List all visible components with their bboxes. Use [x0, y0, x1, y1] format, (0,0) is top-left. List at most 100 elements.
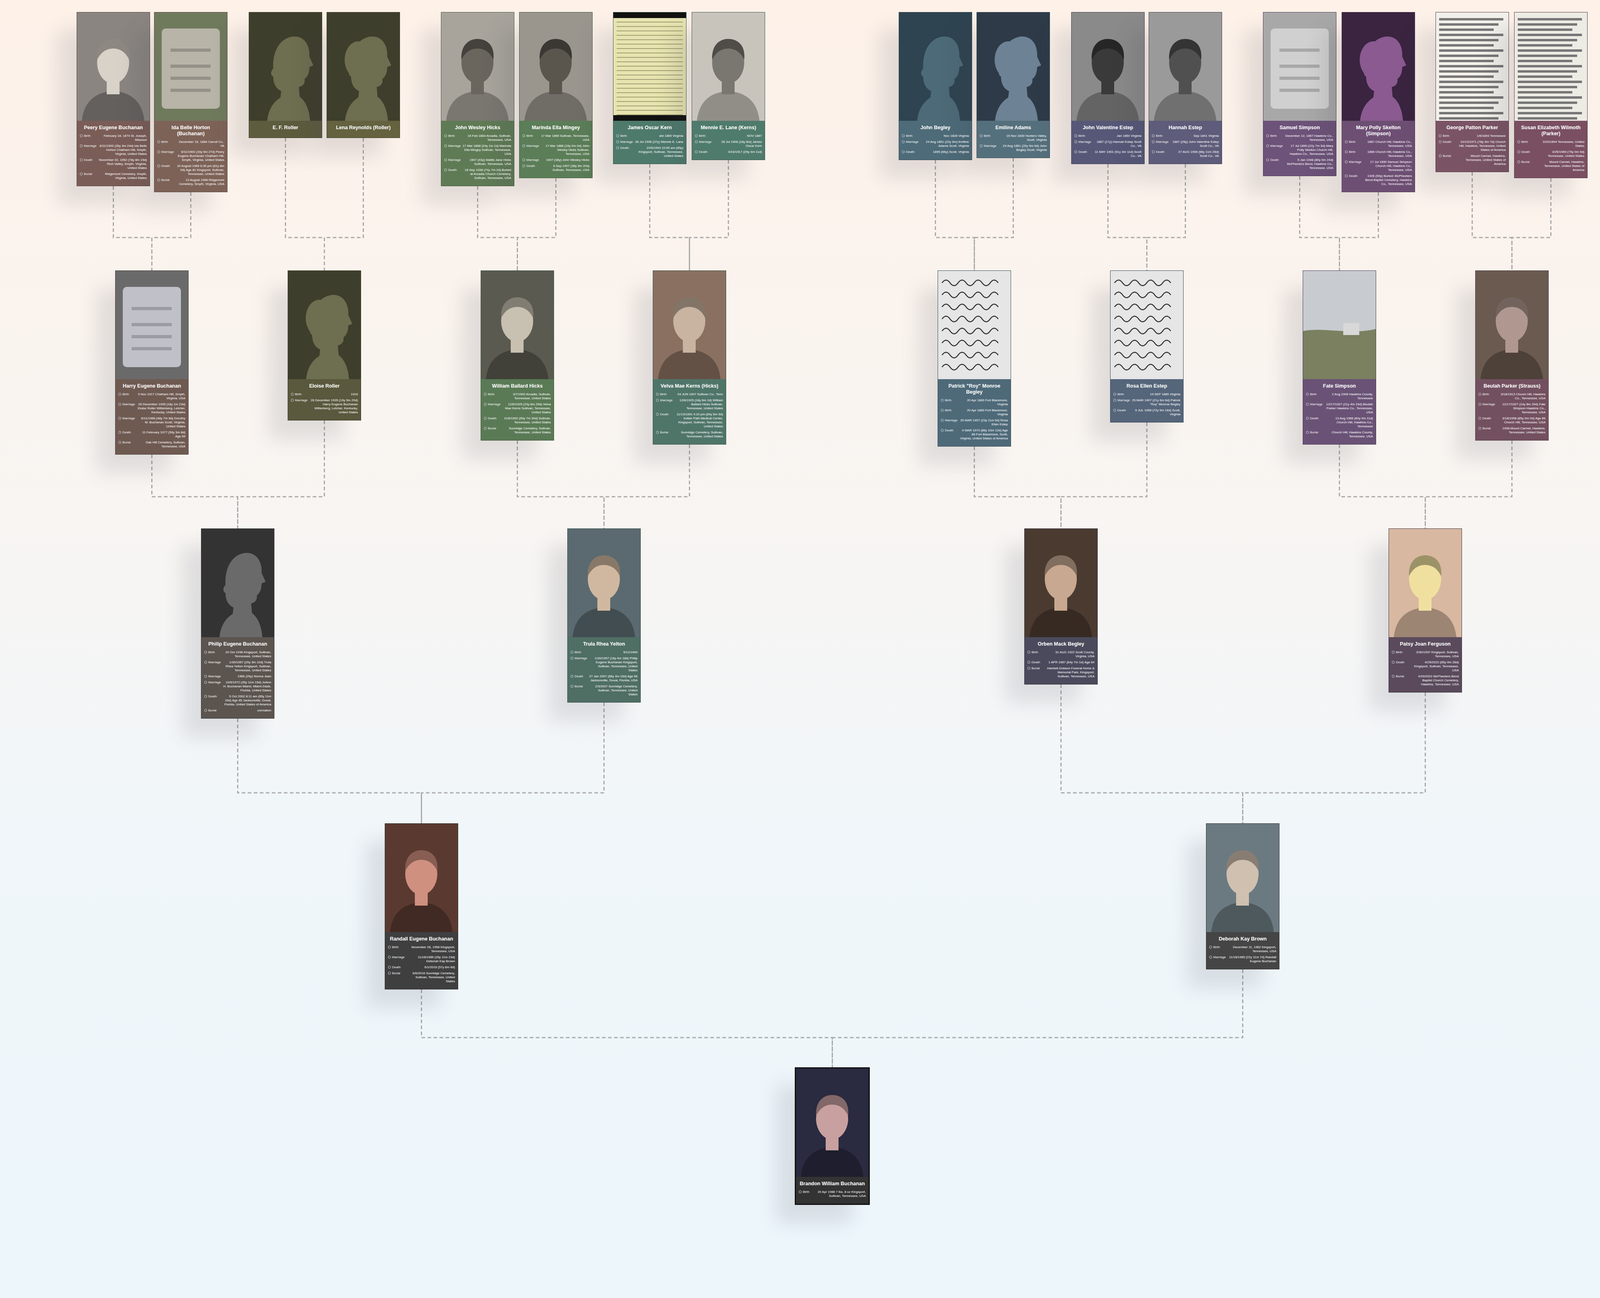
person-name: Eloise Roller [290, 383, 358, 390]
fact-row: Birthabt 1869 Virginia [616, 134, 684, 139]
document-rule [616, 96, 683, 98]
fact-row: Marriage6/11/1966 (48y 7m 8d) Dorothy M.… [118, 416, 186, 429]
person-photo [1149, 12, 1222, 121]
fact-label: Birth [940, 408, 960, 413]
fact-label: Birth [1151, 134, 1171, 139]
person-name: Mennie E. Lane (Kerns) [694, 124, 762, 131]
fact-value: 25 MAR 1907 (23y 11m 5d) Rosa Ellen Este… [959, 418, 1008, 427]
family-connector [604, 444, 690, 529]
fact-row: Burial4/29/2022 McPheeters Bend Baptist … [1391, 674, 1459, 687]
fact-label: Marriage [616, 140, 635, 145]
newsprint-line [1517, 23, 1578, 26]
fact-value: 1867 (17y) Hannah Estep Scott Co., VA [1092, 140, 1142, 149]
newsprint-line [1439, 64, 1504, 68]
card-body: George Patton ParkerBirth1/6/1893 Tennes… [1435, 120, 1509, 172]
fact-label: Death [79, 158, 99, 163]
fact-row: BurialOak Hill Cemetery, Sullivan, Tenne… [118, 440, 186, 449]
silhouette-shape [917, 36, 964, 121]
fact-row: Marriage26 Jul 1906 (37y) Mennie E. Lane [616, 140, 684, 145]
fact-value: 6/6/2016 Sunnidge Cemetery, Sullivan, Te… [406, 971, 455, 984]
document-rule [616, 52, 683, 54]
person-photo [1435, 12, 1509, 121]
person-card: John BegleyBirthNov 1828 VirginiaMarriag… [898, 12, 973, 161]
fact-row: Marriage26 Jul 1906 (18y 8m) James Oscar… [694, 140, 762, 149]
family-connector [1512, 178, 1552, 271]
family-connector [477, 186, 518, 271]
document-bar [613, 12, 687, 19]
fact-value: 26 Jul 1906 (37y) Mennie E. Lane [634, 140, 684, 145]
document-rule [616, 83, 683, 85]
stone-shape [122, 286, 181, 368]
fact-row: Marriage17 Jul 1890 (22y 7m 5d) Mary Pol… [1266, 144, 1334, 157]
fact-label: Marriage [1074, 140, 1093, 145]
person-card: Velva Mae Kerns (Hicks)Birth04 JUN 1907 … [652, 270, 727, 445]
person-card: Patrick "Roy" Monroe BegleyBirth20 Apr 1… [937, 270, 1012, 447]
fact-label: Burial [387, 971, 407, 976]
card-body: Philip Eugene BuchananBirth20 Oct 1936 K… [201, 637, 275, 719]
shoulders-shape [1153, 91, 1217, 121]
person-photo [441, 12, 514, 121]
person-name: John Wesley Hicks [444, 124, 512, 131]
person-card: Deborah Kay BrownBirthDecember 11, 1962 … [1206, 823, 1280, 970]
fact-value: 11/6/1992 (90y 7m 30d) Sullivan, Tenness… [502, 416, 551, 425]
person-card: Harry Eugene BuchananBirth3 Nov 1917 Cha… [115, 270, 189, 455]
fact-row: Birth15 Nov 1830 Hunters Valley, Scott, … [979, 134, 1047, 143]
fact-row: Birth9/12/1940 [570, 650, 638, 655]
fact-value: 27 Jan 2007 (66y 4m 15d) Age 66 Jacksonv… [588, 674, 638, 683]
person-card: Lena Reynolds (Roller) [326, 12, 400, 139]
card-body: Beulah Parker (Strauss)Birth3/18/1913 Ch… [1475, 379, 1549, 441]
fact-value: 6/11/1966 (48y 7m 8d) Dorothy M. Buchana… [136, 416, 186, 429]
fact-label: Birth [1344, 140, 1364, 145]
hair-shape [587, 555, 621, 577]
person-card: Susan Elizabeth Wilmoth (Parker)Birth3/2… [1514, 12, 1588, 179]
family-connector [935, 160, 975, 271]
fact-row: Birth3/18/1913 Church Hill, Hawkins Co.,… [1478, 392, 1546, 401]
fact-label: Death [1344, 174, 1364, 179]
fact-value: 17 Mar 1888 (19y 0m 0d) John Wesley Hick… [540, 144, 590, 157]
fact-row: Marriage12/6/1925 (18y 6m 2d) William Ba… [655, 398, 723, 411]
fact-value: 26 December 1935 (19y 5m 20d) Harry Euge… [309, 398, 358, 415]
fact-label: Burial [79, 172, 99, 177]
hair-shape [1044, 555, 1078, 577]
person-card: John Wesley HicksBirth16 Feb 1864 Arcadi… [440, 12, 515, 187]
fact-row: BirthSep 1841 Virginia [1151, 134, 1219, 139]
fact-label: Marriage [901, 140, 921, 145]
fact-label: Birth [798, 1189, 818, 1194]
shoulders-shape [1480, 349, 1544, 380]
newsprint-line [1517, 33, 1582, 37]
stone-shape [1270, 28, 1329, 109]
fact-value: 12/17/1927 (21y 4m 15d) Beulah Parker Ha… [1324, 402, 1373, 415]
family-connector [1425, 440, 1513, 529]
fact-value: 27 AUG 1908 (66y 11m 26d) Scott Co., VA [1170, 150, 1219, 159]
fact-label: Birth [118, 392, 137, 397]
newsprint-line [1439, 44, 1494, 47]
fact-value: 1 APR 1987 (64y 7m 1d) Age 64 [1045, 660, 1095, 665]
document-rule [616, 61, 683, 63]
fact-label: Marriage [118, 416, 137, 421]
fact-row: Death1895 (66y) Scott, Virginia [901, 150, 969, 155]
fact-label: Burial [1305, 430, 1325, 435]
fact-row: BurialSunnidge Cemetery, Sullivan, Tenne… [655, 430, 723, 439]
fact-row: Marriage1867 (25y) John Valentine Estep … [1151, 140, 1219, 149]
photo-ground [613, 12, 687, 121]
fact-value: Sunnidge Cemetery, Sullivan, Tennessee, … [502, 426, 551, 435]
fact-label: Birth [1391, 650, 1411, 655]
fact-value: 10/13/1971 (78y 9m 7d) Church Hill, Hawk… [1457, 140, 1506, 153]
newsprint-line [1517, 49, 1582, 52]
fact-row: Death27 AUG 1908 (66y 11m 26d) Scott Co.… [1151, 150, 1219, 159]
fact-row: Death13 Aug 1966 (60y 0m 11d) Church Hil… [1305, 416, 1373, 429]
fact-value: November 26, 1958 Kingsport, Tennessee, … [406, 945, 455, 954]
newsprint-line [1517, 38, 1578, 42]
fact-label: Marriage [1305, 402, 1325, 407]
fact-value: 3/20/1894 Tennessee, United States [1535, 140, 1585, 149]
family-connector [974, 158, 1014, 271]
fact-row: Marriage12/17/1927 (14y 8m 29d) Fate Sim… [1478, 402, 1546, 415]
fact-value: 04 JUN 1907 Sullivan Co., Tenn [674, 392, 723, 397]
fact-label: Death [1517, 150, 1536, 155]
stone-engraving [170, 76, 211, 80]
stone-engraving [131, 335, 172, 339]
person-name: Peery Eugene Buchanan [79, 124, 147, 131]
document-rule [616, 109, 683, 111]
fact-value: 1/30/1957 (20y 3m 10d) Trula Rhea Yelton… [222, 660, 272, 673]
fact-row: Birth20 Apr 1883 Fort Blackmore, Virgini… [940, 408, 1008, 417]
